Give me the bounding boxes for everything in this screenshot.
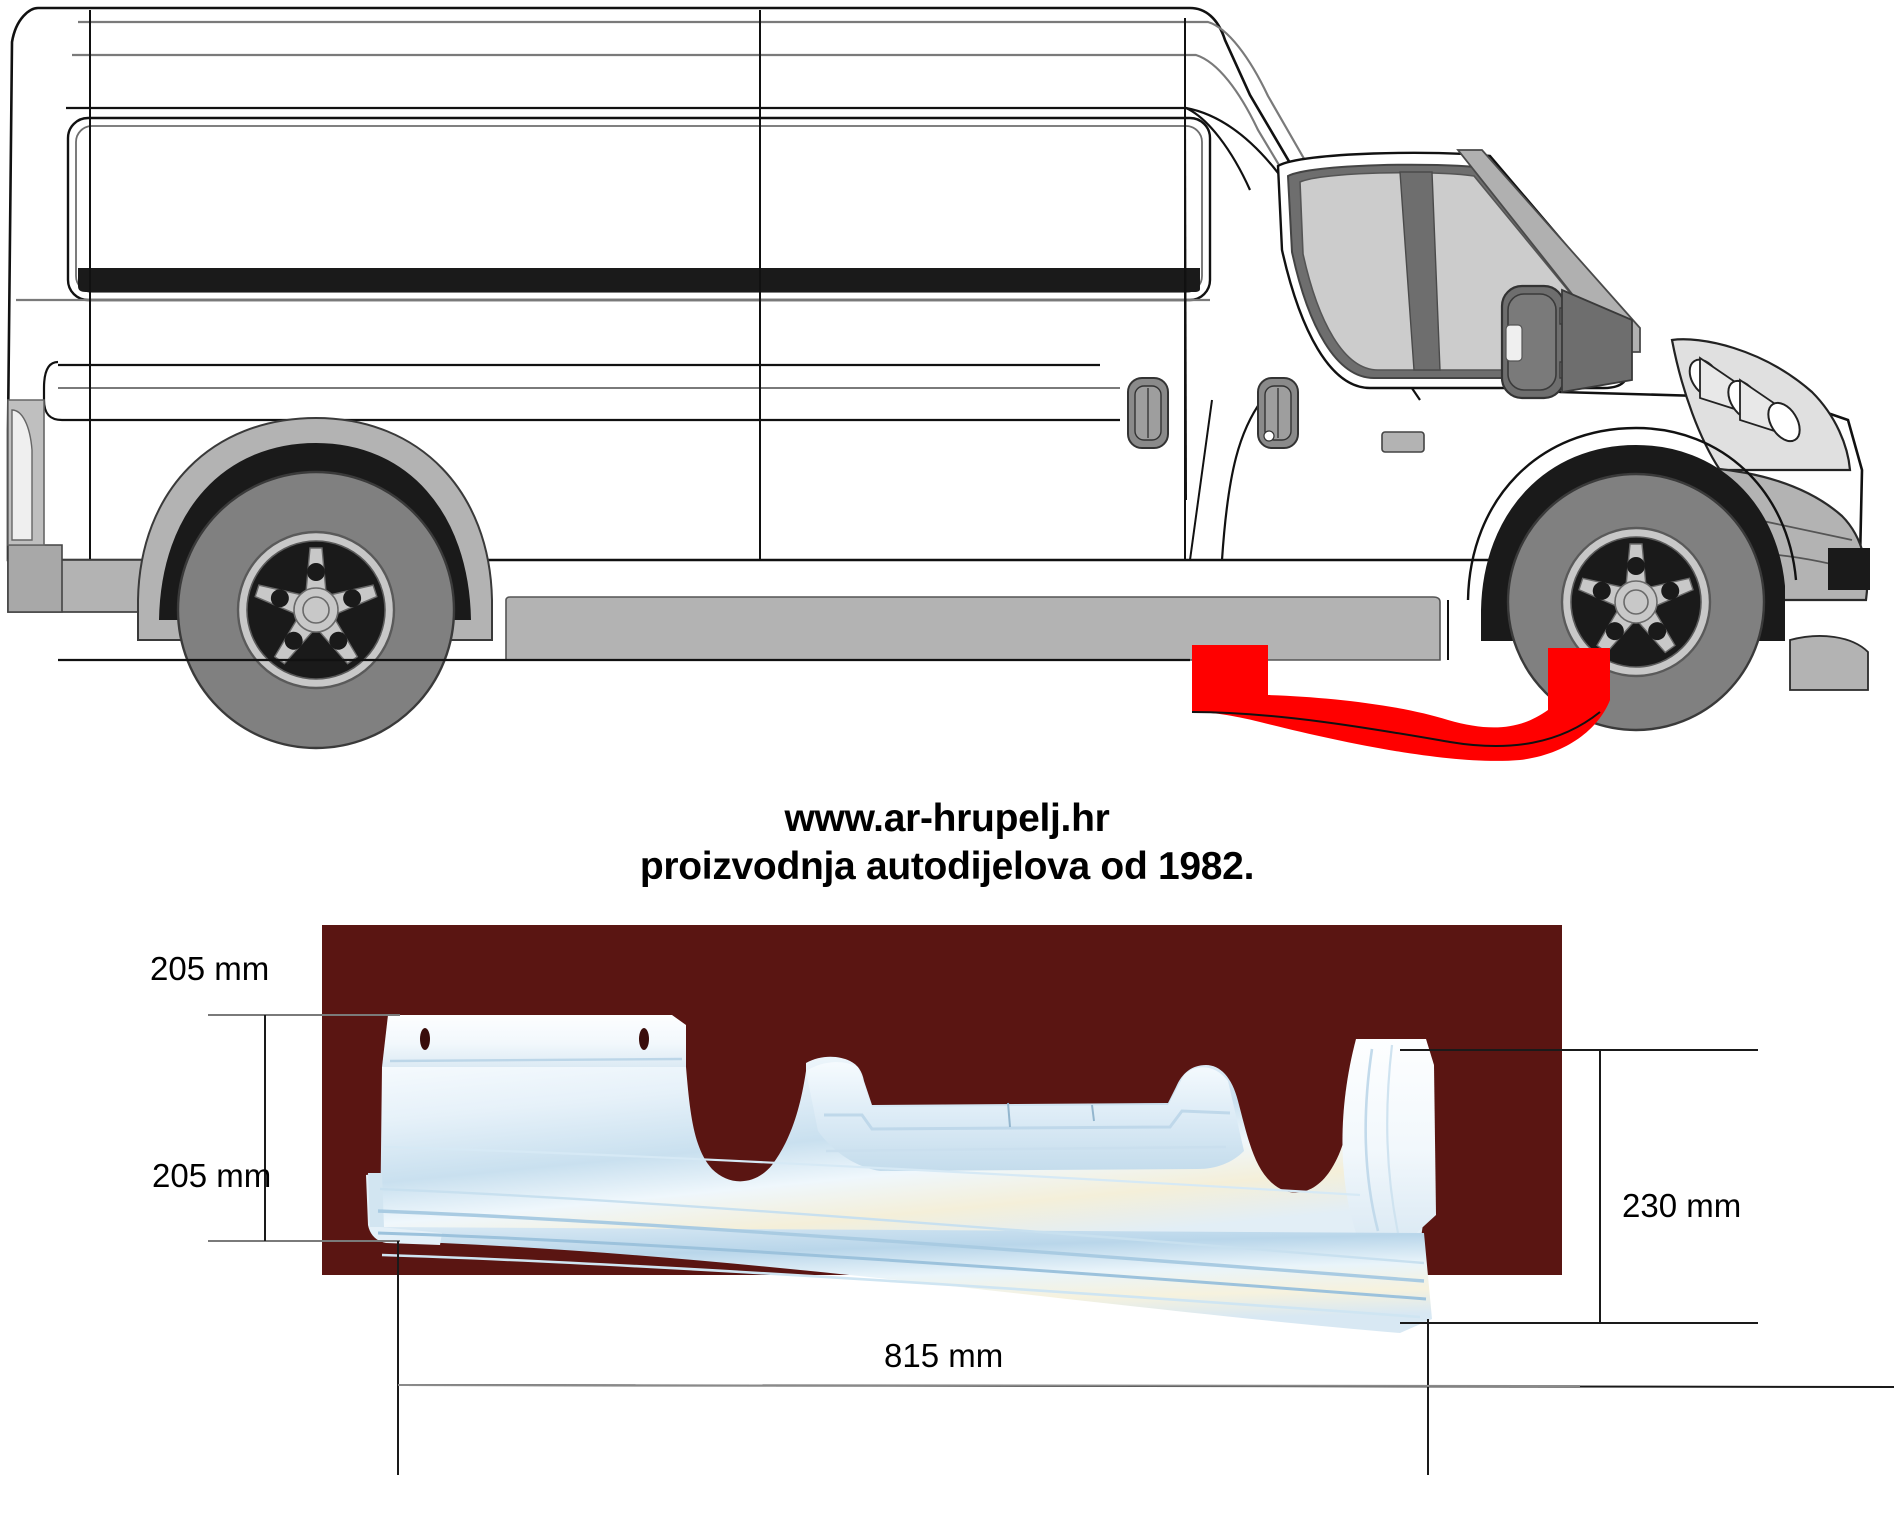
window-tint-band	[78, 268, 1200, 292]
recess-crease-top	[824, 1109, 1231, 1131]
front-arch-lip-outer	[1466, 426, 1798, 601]
rear-bumper	[7, 399, 151, 613]
website-url: www.ar-hrupelj.hr	[784, 797, 1110, 840]
dimension-right-height	[1400, 1049, 1758, 1324]
mirror-indicator-lens	[1505, 324, 1523, 362]
highlighted-sill-repair-area	[1192, 645, 1610, 761]
van-side-profile-illustration	[6, 6, 1870, 761]
sill-repair-panel-part	[366, 1015, 1436, 1333]
part-right-upstand	[1342, 1039, 1436, 1237]
rear-wheel	[176, 470, 456, 750]
cab-door-handle	[1257, 377, 1299, 449]
door-lock-icon	[1263, 430, 1275, 442]
bumper-vent	[1828, 548, 1870, 590]
company-tagline: proizvodnja autodijelova od 1982.	[639, 844, 1255, 888]
part-top-flange	[382, 1015, 686, 1067]
mounting-hole-2	[639, 1028, 649, 1050]
vehicle-diagram-panel	[6, 6, 1870, 761]
part-centre-recess	[806, 1062, 1244, 1171]
rear-cargo-window	[66, 116, 1212, 302]
sill-repair-highlight	[1192, 645, 1610, 761]
roof-line-1	[78, 20, 1323, 191]
rear-lug-holes	[270, 563, 362, 650]
rear-lamp-lens	[11, 409, 33, 541]
lower-bumper-valance	[1789, 635, 1869, 691]
part-photo-dimension-panel: 205 mm 205 mm 230 mm 815 mm	[0, 915, 1894, 1528]
cab-door-front-edge	[1220, 399, 1263, 561]
sill-panel-photo-with-dimensions: 205 mm	[150, 925, 1894, 1475]
front-wheel	[1506, 472, 1766, 732]
side-marker-lamp	[1381, 431, 1425, 453]
door-handles	[1127, 377, 1299, 449]
roof-line-2	[72, 53, 1331, 251]
panel-seams	[89, 10, 1263, 561]
right-height-dimension-text: 230 mm	[1622, 1187, 1742, 1224]
sliding-door-handle	[1127, 377, 1169, 449]
window-divider-post	[1399, 171, 1441, 371]
side-rub-strip	[505, 596, 1441, 661]
headlight-projectors	[1688, 356, 1801, 443]
brand-text-block: www.ar-hrupelj.hr proizvodnja autodijelo…	[0, 795, 1894, 890]
side-mirror	[1500, 284, 1633, 400]
mounting-hole-1	[420, 1028, 430, 1050]
length-dimension-text: 815 mm	[884, 1337, 1004, 1374]
dimension-length	[397, 1241, 1894, 1475]
cab-door-seam	[1189, 399, 1213, 561]
left-height-label: 205 mm	[150, 950, 269, 987]
sill-underline	[1191, 711, 1601, 747]
lower-side-moulding	[505, 596, 1441, 661]
part-lower-body	[380, 1227, 1432, 1333]
dimension-left-height: 205 mm	[150, 950, 400, 1242]
mirror-arm	[1561, 288, 1633, 394]
left-height-dimension-text: 205 mm	[152, 1157, 272, 1194]
part-swage-lines	[377, 1145, 1427, 1319]
front-lug-holes	[1592, 557, 1680, 641]
